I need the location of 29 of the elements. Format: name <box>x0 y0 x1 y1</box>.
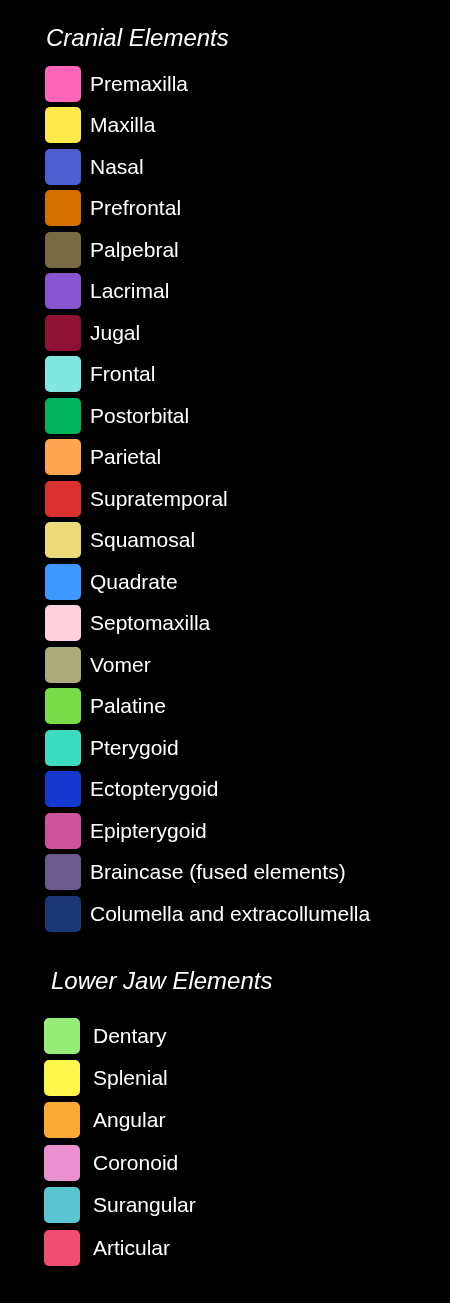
legend-label: Frontal <box>90 361 156 388</box>
legend-label: Quadrate <box>90 568 178 595</box>
legend-label: Postorbital <box>90 402 190 429</box>
legend-label: Palpebral <box>90 236 179 263</box>
legend-label: Lacrimal <box>90 278 170 305</box>
legend-label: Dentary <box>93 1022 167 1049</box>
legend-label: Prefrontal <box>90 195 182 222</box>
legend-label: Columella and extracollumella <box>90 900 371 927</box>
legend-heading: Cranial Elements <box>46 23 229 53</box>
legend-label: Septomaxilla <box>90 610 211 637</box>
legend-label: Palatine <box>90 693 166 720</box>
legend-label: Braincase (fused elements) <box>90 859 346 886</box>
legend-label: Squamosal <box>90 527 196 554</box>
legend-label: Epipterygoid <box>90 817 207 844</box>
legend-label: Splenial <box>93 1065 168 1092</box>
legend-label: Jugal <box>90 319 141 346</box>
legend-label: Surangular <box>93 1192 196 1219</box>
legend-label: Angular <box>93 1107 166 1134</box>
legend-label: Articular <box>93 1234 171 1261</box>
legend-label: Maxilla <box>90 112 156 139</box>
legend-label: Vomer <box>90 651 151 678</box>
legend-label: Supratemporal <box>90 485 228 512</box>
legend-heading: Lower Jaw Elements <box>51 965 273 996</box>
legend-label: Premaxilla <box>90 70 189 97</box>
legend-label: Parietal <box>90 444 162 471</box>
legend-label: Ectopterygoid <box>90 776 219 803</box>
legend-label: Coronoid <box>93 1149 179 1176</box>
legend-label: Pterygoid <box>90 734 179 761</box>
legend-label: Nasal <box>90 153 144 180</box>
